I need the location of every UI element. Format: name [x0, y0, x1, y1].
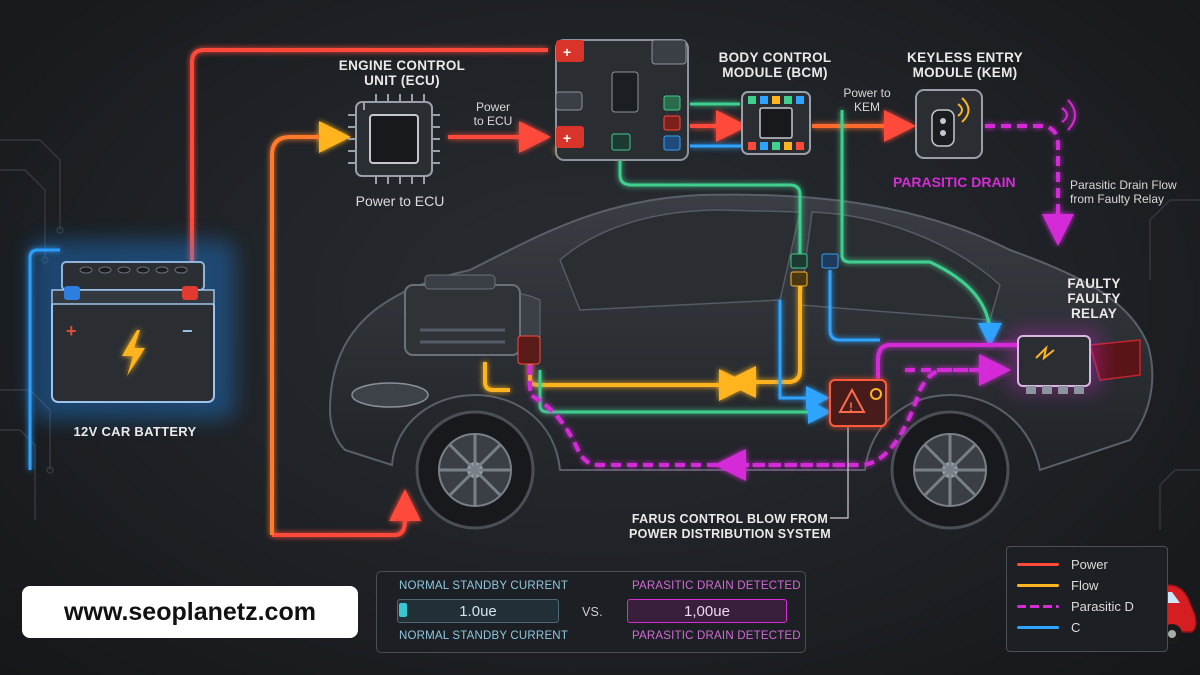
ecu-title: ENGINE CONTROL UNIT (ECU)	[322, 58, 482, 88]
ecu-title-line2: UNIT (ECU)	[364, 73, 440, 88]
module-icon	[741, 91, 811, 155]
current-comparison-panel: NORMAL STANDBY CURRENT 1.0ue NORMAL STAN…	[376, 571, 806, 653]
rear-wheel	[890, 410, 1010, 530]
drain-flow-label: Parasitic Drain Flow from Faulty Relay	[1070, 178, 1198, 206]
legend-swatch-parasitic	[1017, 605, 1059, 608]
power-to-kem-label: Power to KEM	[832, 86, 902, 114]
faulty-relay-title: FAULTY FAULTY RELAY	[1060, 276, 1128, 321]
normal-level-indicator	[399, 603, 407, 617]
svg-text:!: !	[849, 400, 853, 414]
relay-title-line2: FAULTY	[1067, 291, 1121, 306]
legend-swatch-flow	[1017, 584, 1059, 587]
legend: Power Flow Parasitic D C	[1006, 546, 1168, 652]
parasitic-wires	[528, 99, 1076, 481]
watermark-banner: www.seoplanetz.com	[22, 586, 358, 638]
engine-small-flow-wire	[483, 362, 510, 392]
kem-to-relay-drain	[985, 124, 1074, 246]
drain-flow-line1: Parasitic Drain Flow	[1070, 178, 1177, 192]
legend-label-flow: Flow	[1071, 578, 1099, 593]
svg-text:−: −	[182, 321, 193, 341]
relay-to-warning-drain	[876, 343, 1020, 380]
power-to-kem-line1: Power to	[843, 86, 891, 100]
relay-icon	[1010, 330, 1100, 394]
bcm-down-flow-wire	[724, 285, 802, 398]
chip-icon	[348, 94, 440, 184]
distribution-line2: POWER DISTRIBUTION SYSTEM	[629, 527, 831, 541]
drain-return-wire	[528, 362, 845, 467]
front-wheel	[415, 410, 535, 530]
power-to-kem-line2: KEM	[853, 100, 880, 114]
power-to-ecu-line1: Power	[475, 100, 510, 114]
bcm-title-line1: BODY CONTROL	[718, 50, 832, 65]
ecu-title-line1: ENGINE CONTROL	[338, 58, 466, 73]
power-to-ecu-label: Power to ECU	[462, 100, 524, 128]
bcm-title-line2: MODULE (BCM)	[722, 65, 828, 80]
battery-to-fuse-wire	[190, 48, 548, 262]
normal-caption-top: NORMAL STANDBY CURRENT	[399, 580, 569, 592]
versus-label: VS.	[582, 605, 603, 619]
drain-caption-bottom: PARASITIC DRAIN DETECTED	[632, 630, 801, 642]
engine-block	[404, 274, 521, 356]
distribution-label: FARUS CONTROL BLOW FROM POWER DISTRIBUTI…	[620, 512, 840, 542]
relay-title-line3: RELAY	[1070, 306, 1117, 321]
key-fob-icon	[915, 89, 983, 159]
kem-title-line1: KEYLESS ENTRY	[907, 50, 1023, 65]
battery-to-ecu-wire	[270, 121, 351, 535]
svg-text:+: +	[563, 44, 571, 60]
warning-icon: !	[829, 379, 887, 427]
distribution-line1: FARUS CONTROL BLOW FROM	[631, 512, 829, 526]
drain-current-value: 1,00ue	[627, 599, 787, 623]
normal-caption-bottom: NORMAL STANDBY CURRENT	[399, 630, 569, 642]
drain-caption-top: PARASITIC DRAIN DETECTED	[632, 580, 801, 592]
legend-swatch-power	[1017, 563, 1059, 566]
kem-title-line2: MODULE (KEM)	[912, 65, 1018, 80]
power-to-ecu-line2: to ECU	[473, 114, 513, 128]
battery-icon: + −	[30, 240, 235, 420]
battery-label: 12V CAR BATTERY	[73, 424, 197, 439]
fuse-box-icon: + +	[555, 39, 689, 161]
normal-current-value: 1.0ue	[397, 599, 559, 623]
svg-text:+: +	[563, 130, 571, 146]
svg-text:+: +	[66, 321, 77, 341]
callout-line	[830, 400, 849, 519]
legend-item-parasitic: Parasitic D	[1017, 599, 1134, 614]
bcm-title: BODY CONTROL MODULE (BCM)	[700, 50, 850, 80]
legend-label-control: C	[1071, 620, 1081, 635]
legend-label-parasitic: Parasitic D	[1071, 599, 1134, 614]
legend-item-flow: Flow	[1017, 578, 1098, 593]
wire-connectors	[517, 253, 839, 365]
relay-drain-loop	[714, 368, 1000, 481]
drain-value-text: 1,00ue	[684, 602, 730, 620]
car-silhouette	[328, 193, 1154, 530]
legend-label-power: Power	[1071, 557, 1108, 572]
normal-value-text: 1.0ue	[459, 602, 497, 620]
power-wires	[190, 48, 748, 537]
parasitic-drain-label: PARASITIC DRAIN	[893, 174, 1016, 190]
lightning-icon	[122, 330, 145, 376]
drain-flow-line2: from Faulty Relay	[1070, 192, 1165, 206]
legend-swatch-control	[1017, 626, 1059, 629]
ecu-caption: Power to ECU	[355, 193, 445, 209]
legend-item-power: Power	[1017, 557, 1108, 572]
battery-bottom-wire	[272, 489, 421, 537]
relay-title-line1: FAULTY	[1067, 276, 1121, 291]
kem-title: KEYLESS ENTRY MODULE (KEM)	[890, 50, 1040, 80]
legend-item-control: C	[1017, 620, 1080, 635]
